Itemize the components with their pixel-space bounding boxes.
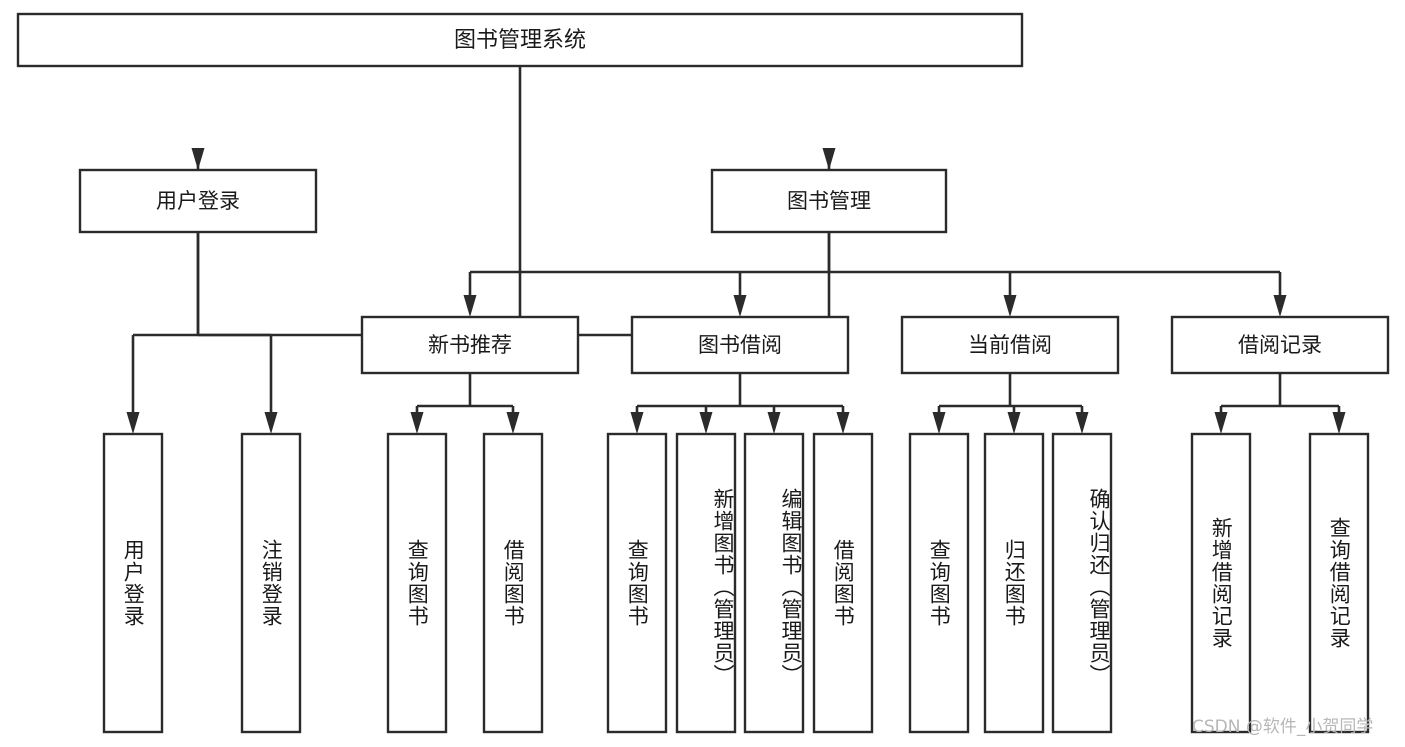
arrow-head: [836, 412, 850, 434]
node-box-l_rc_add[interactable]: [1190, 432, 1252, 734]
node-box-l_bk_add[interactable]: [675, 432, 737, 734]
arrow-head: [1075, 412, 1089, 434]
node-l_logout[interactable]: [240, 432, 302, 734]
node-l_rc_query[interactable]: [1308, 432, 1370, 734]
node-box-l_cu_return[interactable]: [983, 432, 1045, 734]
node-box-l_bk_borrow[interactable]: [812, 432, 874, 734]
arrow-head: [410, 412, 424, 434]
node-root[interactable]: 图书管理系统: [16, 12, 1024, 68]
node-l_rc_add[interactable]: [1190, 432, 1252, 734]
node-label-n_new_rec: 新书推荐: [428, 333, 512, 357]
node-box-l_cu_query[interactable]: [908, 432, 970, 734]
arrow-head: [822, 148, 836, 170]
node-label-n_user_login: 用户登录: [156, 189, 240, 213]
node-box-l_nr_query[interactable]: [386, 432, 448, 734]
node-label-root: 图书管理系统: [454, 28, 586, 53]
node-l_bk_query[interactable]: [606, 432, 668, 734]
node-l_bk_edit[interactable]: [743, 432, 805, 734]
arrow-head: [630, 412, 644, 434]
node-label-n_book_mgmt: 图书管理: [787, 189, 871, 213]
node-n_borrow[interactable]: 图书借阅: [630, 315, 850, 375]
arrow-head: [264, 412, 278, 434]
arrow-head: [733, 295, 747, 317]
arrow-head: [126, 412, 140, 434]
node-l_cu_return[interactable]: [983, 432, 1045, 734]
arrow-head: [1003, 295, 1017, 317]
watermark-text: CSDN @软件_小贺同学: [1192, 717, 1374, 737]
node-box-l_logout[interactable]: [240, 432, 302, 734]
node-box-root[interactable]: [16, 12, 1024, 68]
node-box-n_book_mgmt[interactable]: [710, 168, 948, 234]
node-l_bk_add[interactable]: [675, 432, 737, 734]
node-l_nr_borrow[interactable]: [482, 432, 544, 734]
arrow-head: [767, 412, 781, 434]
node-box-l_nr_borrow[interactable]: [482, 432, 544, 734]
node-n_record[interactable]: 借阅记录: [1170, 315, 1390, 375]
node-l_nr_query[interactable]: [386, 432, 448, 734]
node-box-n_record[interactable]: [1170, 315, 1390, 375]
connector-layer: [126, 66, 1346, 434]
arrow-head: [932, 412, 946, 434]
node-label-n_borrow: 图书借阅: [698, 333, 782, 357]
node-l_bk_borrow[interactable]: [812, 432, 874, 734]
arrow-head: [1273, 295, 1287, 317]
node-l_cu_query[interactable]: [908, 432, 970, 734]
node-label-n_current: 当前借阅: [968, 333, 1052, 357]
node-n_new_rec[interactable]: 新书推荐: [360, 315, 580, 375]
arrow-head: [1214, 412, 1228, 434]
node-box-l_bk_edit[interactable]: [743, 432, 805, 734]
node-box-l_rc_query[interactable]: [1308, 432, 1370, 734]
arrow-head: [699, 412, 713, 434]
node-label-n_record: 借阅记录: [1238, 333, 1322, 357]
arrow-head: [506, 412, 520, 434]
node-l_user_login[interactable]: [102, 432, 164, 734]
arrow-head: [1332, 412, 1346, 434]
node-n_current[interactable]: 当前借阅: [900, 315, 1120, 375]
node-box-l_user_login[interactable]: [102, 432, 164, 734]
node-box-n_borrow[interactable]: [630, 315, 850, 375]
arrow-head: [463, 295, 477, 317]
node-n_user_login[interactable]: 用户登录: [78, 168, 318, 234]
arrow-head: [191, 148, 205, 170]
node-box-l_cu_confirm[interactable]: [1051, 432, 1113, 734]
node-box-n_user_login[interactable]: [78, 168, 318, 234]
node-box-n_new_rec[interactable]: [360, 315, 580, 375]
arrow-head: [1007, 412, 1021, 434]
node-n_book_mgmt[interactable]: 图书管理: [710, 168, 948, 234]
node-box-n_current[interactable]: [900, 315, 1120, 375]
node-box-l_bk_query[interactable]: [606, 432, 668, 734]
node-l_cu_confirm[interactable]: [1051, 432, 1113, 734]
